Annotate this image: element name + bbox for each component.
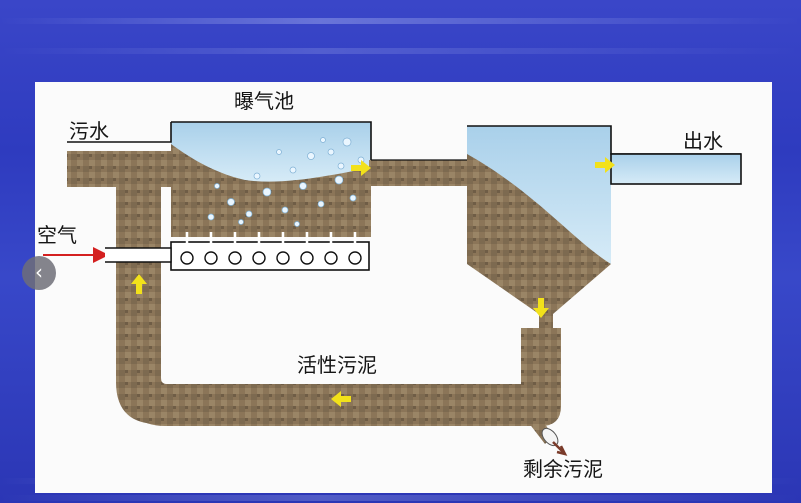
activated-sludge-diagram: 曝气池 污水 出水 空气 活性污泥 剩余污泥 [37, 89, 742, 481]
aeration-tank [67, 121, 372, 237]
mixed-liquor-channel [369, 160, 467, 186]
flow-arrows [131, 157, 615, 407]
arrow-down-clarifier [533, 298, 549, 318]
label-sewage-inlet: 污水 [69, 119, 109, 143]
secondary-clarifier [467, 125, 742, 336]
air-diffuser [170, 232, 370, 271]
air-line [43, 247, 172, 263]
effluent-channel [610, 153, 742, 185]
label-activated-sludge: 活性污泥 [297, 353, 377, 377]
diagram-panel: 曝气池 污水 出水 空气 活性污泥 剩余污泥 [35, 82, 772, 493]
arrow-to-clarifier [351, 160, 371, 176]
air-bubbles [207, 137, 365, 227]
excess-arrow [552, 441, 568, 456]
arrow-up-return [131, 274, 147, 294]
previous-slide-button[interactable]: ‹ [22, 256, 56, 290]
arrow-effluent [595, 157, 615, 173]
aeration-water [171, 122, 371, 182]
clarifier-water [467, 126, 611, 264]
label-air: 空气 [37, 223, 77, 247]
label-aeration-tank: 曝气池 [234, 89, 294, 113]
label-effluent: 出水 [683, 129, 723, 153]
arrow-return-left [331, 391, 351, 407]
label-excess-sludge: 剩余污泥 [523, 457, 603, 481]
return-sludge-loop [127, 172, 561, 426]
